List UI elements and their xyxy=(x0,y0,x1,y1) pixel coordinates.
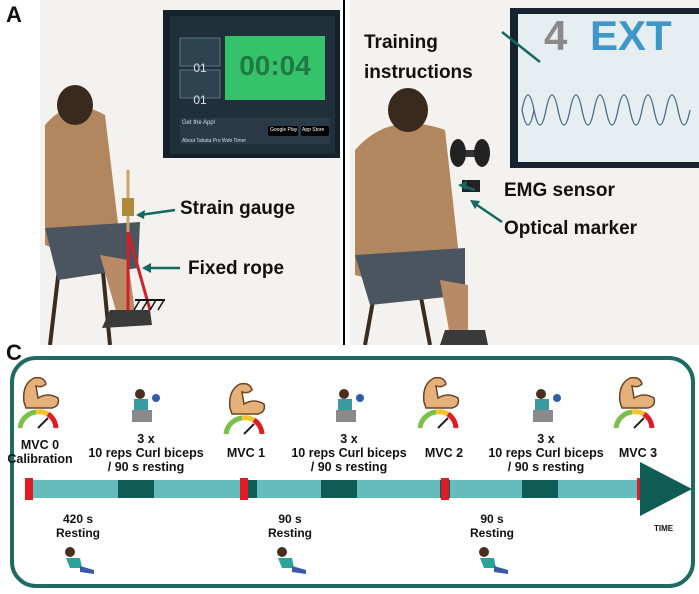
label-line: / 90 s resting xyxy=(310,460,388,474)
curl-exercise-icon-1 xyxy=(124,388,164,424)
mvc0-icon-group xyxy=(14,372,68,432)
label-line: 10 reps Curl biceps xyxy=(88,446,204,460)
bar-segment-dark xyxy=(321,480,357,498)
screen-a-digit-2: 01 xyxy=(193,93,207,107)
label-line: Resting xyxy=(267,526,312,540)
timeline-frame xyxy=(10,356,695,588)
label-line: 3 x xyxy=(537,432,555,446)
gauge-icon xyxy=(613,409,655,429)
screen-a-about: About Tabata Pro Web Timer xyxy=(182,138,247,144)
mvc2-label: MVC 2 xyxy=(416,446,472,460)
curl-block-3-label: 3 x 10 reps Curl biceps / 90 s resting xyxy=(484,432,608,474)
label-line: Resting xyxy=(469,526,514,540)
screen-b-count: 4 xyxy=(544,12,568,59)
label-line: MVC 2 xyxy=(424,446,464,460)
gauge-icon xyxy=(223,415,265,435)
timeline-arrow-head xyxy=(640,462,692,516)
rest-label-1: 420 s Resting xyxy=(50,512,106,540)
mvc1-icon-group xyxy=(220,378,274,438)
label-line: MVC 1 xyxy=(226,446,266,460)
screen-a-store-apple: App Store xyxy=(302,127,325,133)
label-line: 420 s xyxy=(62,512,94,526)
mvc2-icon-group xyxy=(414,372,468,432)
rest-label-2: 90 s Resting xyxy=(262,512,318,540)
panel-a-photo xyxy=(40,0,340,345)
mvc0-label: MVC 0 Calibration xyxy=(6,438,74,466)
curl-exercise-icon-2 xyxy=(328,388,368,424)
gauge-icon xyxy=(417,409,459,429)
curl-exercise-icon-3 xyxy=(525,388,565,424)
training-instructions-line-2: instructions xyxy=(364,62,473,83)
timeline-bar xyxy=(25,478,645,500)
label-line: 90 s xyxy=(480,512,504,526)
label-line: 3 x xyxy=(340,432,358,446)
sine-wave xyxy=(521,94,691,126)
mvc3-label: MVC 3 xyxy=(610,446,666,460)
mvc1-label: MVC 1 xyxy=(218,446,274,460)
panel-b-photo xyxy=(350,0,699,345)
rest-label-3: 90 s Resting xyxy=(464,512,520,540)
training-instructions-label: Training instructions xyxy=(364,28,473,88)
label-line: / 90 s resting xyxy=(107,460,185,474)
fixed-rope-label: Fixed rope xyxy=(188,258,285,279)
bar-segment-dark xyxy=(247,480,257,498)
label-line: 10 reps Curl biceps xyxy=(488,446,604,460)
mvc-marker xyxy=(240,478,248,500)
training-instructions-line-1: Training xyxy=(364,32,438,53)
screen-a-store-google: Google Play xyxy=(270,127,298,133)
label-line: / 90 s resting xyxy=(507,460,585,474)
strain-gauge-label: Strain gauge xyxy=(180,198,296,219)
label-line: MVC 3 xyxy=(618,446,658,460)
gauge-icon xyxy=(17,409,59,429)
screen-a-get-app: Get the App! xyxy=(182,120,216,126)
resting-person-icon-2 xyxy=(272,546,312,576)
resting-person-icon-1 xyxy=(60,546,100,576)
screen-b-word: EXT xyxy=(590,12,672,59)
optical-marker-label: Optical marker xyxy=(504,218,638,239)
label-line: 10 reps Curl biceps xyxy=(291,446,407,460)
label-line: Calibration xyxy=(7,452,73,466)
label-line: Resting xyxy=(55,526,100,540)
screen-a-digit-1: 01 xyxy=(193,61,207,75)
panel-divider xyxy=(343,0,345,345)
mvc3-icon-group xyxy=(610,372,664,432)
label-line: 90 s xyxy=(278,512,302,526)
label-line: 3 x xyxy=(137,432,155,446)
screen-a-timer: 00:04 xyxy=(239,50,311,81)
mvc-marker xyxy=(25,478,33,500)
flexed-arm-icon xyxy=(618,376,656,409)
screen-a-digits: 01 01 xyxy=(181,52,219,116)
flexed-arm-icon xyxy=(228,382,266,415)
label-line: MVC 0 xyxy=(20,438,60,452)
flexed-arm-icon xyxy=(422,376,460,409)
curl-block-2-label: 3 x 10 reps Curl biceps / 90 s resting xyxy=(287,432,411,474)
resting-person-icon-3 xyxy=(474,546,514,576)
mvc-marker xyxy=(441,478,449,500)
bar-segment-dark xyxy=(118,480,154,498)
panel-c-letter: C xyxy=(6,340,22,365)
emg-sensor-label: EMG sensor xyxy=(504,180,615,201)
curl-block-1-label: 3 x 10 reps Curl biceps / 90 s resting xyxy=(84,432,208,474)
panel-a-letter: A xyxy=(6,2,22,27)
time-axis-label: TIME xyxy=(654,524,674,533)
bar-segment-dark xyxy=(522,480,558,498)
flexed-arm-icon xyxy=(22,376,60,409)
